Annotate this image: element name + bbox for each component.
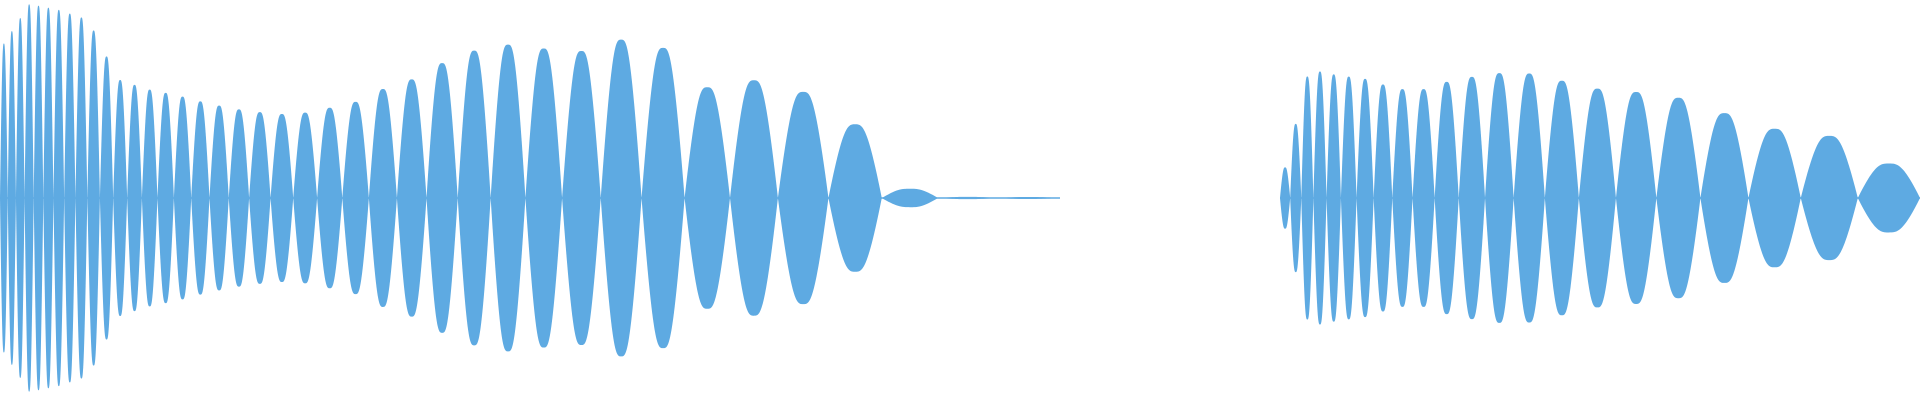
waveform-segment-2 [1280, 71, 1920, 325]
waveform-segment-1 [0, 4, 1060, 392]
